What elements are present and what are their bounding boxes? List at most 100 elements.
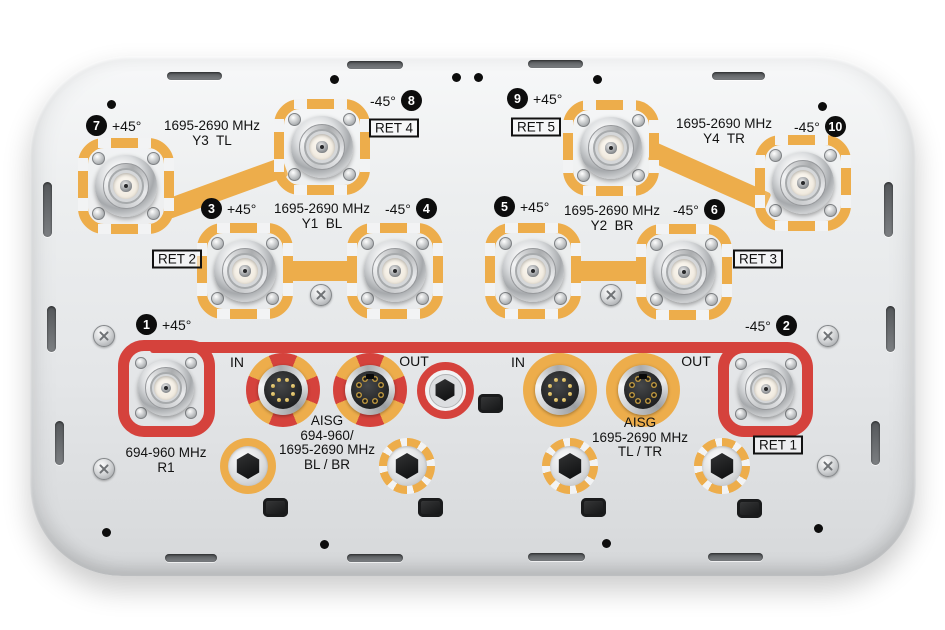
torx-screw (817, 325, 839, 347)
pad-notch (623, 186, 636, 196)
flange-screw (135, 406, 148, 419)
callout-number: 2 (775, 315, 797, 336)
port-5-plus45-y2 (499, 237, 567, 305)
torx-screw (93, 325, 115, 347)
aisg-key-notch (639, 374, 647, 379)
pad-notch (505, 223, 518, 233)
flange-screw (342, 167, 356, 181)
vent-slot (886, 306, 895, 352)
pad-notch (164, 198, 174, 211)
vent-slot (347, 554, 403, 562)
aisg-out-1695-ring (606, 353, 680, 427)
aisg-pin (644, 375, 651, 382)
pad-notch (755, 195, 765, 208)
aisg-pin (553, 377, 559, 383)
aisg-pin (362, 375, 369, 382)
polarization-label: +45° (520, 198, 550, 215)
pad-notch (360, 119, 370, 132)
aisg-pin (561, 397, 567, 403)
label-aisg-blbr-line: 1695-2690 MHz (278, 442, 376, 457)
pair-freq: 1695-2690 MHz (563, 203, 661, 218)
pad-notch (78, 158, 88, 171)
ret-label: RET 3 (732, 249, 784, 269)
pad-notch (571, 283, 581, 296)
pad-notch (360, 159, 370, 172)
aisg-key-notch (366, 374, 374, 379)
flange-screw (342, 113, 356, 127)
polarization-label: -45° (673, 201, 699, 218)
pad-notch (283, 283, 293, 296)
port-3-plus45-y1-nc-hole (242, 268, 248, 274)
vent-slot (528, 60, 583, 68)
red-outline-box (718, 342, 813, 437)
ret-label: RET 2 (151, 249, 203, 269)
cover-plug (477, 393, 503, 413)
pad-notch (841, 155, 851, 168)
port-8-minus45-y3-nc-hole (319, 144, 325, 150)
aisg-pin (651, 382, 658, 389)
flange-screw (650, 292, 664, 306)
rivet-dot (474, 73, 483, 82)
aisg-in-694-1695-face (264, 371, 302, 409)
callout-number: 5 (494, 196, 515, 217)
flange-screw (211, 291, 225, 305)
flange-screw (735, 358, 748, 371)
callout-number: 6 (703, 199, 725, 220)
pad-notch (583, 186, 596, 196)
io-label-out: OUT (399, 353, 429, 369)
pad-notch (334, 99, 347, 109)
pad-notch (656, 310, 669, 320)
ground-bolt-hex (395, 453, 419, 479)
vent-slot (165, 554, 217, 562)
flange-screw (184, 406, 197, 419)
aisg-pin (378, 391, 385, 398)
rivet-dot (818, 102, 827, 111)
aisg-pin (276, 377, 282, 383)
port-4-minus45-y1-nc-hole (392, 268, 398, 274)
callout-port-2: -45°2 (745, 315, 797, 336)
pad-notch (696, 224, 709, 234)
aisg-pin (567, 391, 573, 397)
aisg-pin (547, 391, 553, 397)
callout-number: 7 (86, 115, 107, 136)
ret-label: RET 1 (752, 435, 804, 455)
flange-screw (211, 237, 225, 251)
aisg-pin (284, 377, 290, 383)
port-9-plus45-y4-nc-hole (608, 145, 614, 151)
pair-name: Y1 BL (301, 216, 343, 231)
pad-notch (485, 243, 495, 256)
pad-notch (623, 100, 636, 110)
callout-number: 10 (824, 116, 846, 137)
pad-notch (563, 120, 573, 133)
port-7-plus45-y3-nc-hole (123, 183, 129, 189)
port-9-plus45-y4 (577, 114, 645, 182)
pad-notch (815, 135, 828, 145)
pad-notch (257, 223, 270, 233)
flange-screw (631, 114, 645, 128)
rivet-dot (107, 100, 116, 109)
flange-screw (184, 357, 197, 370)
pad-notch (334, 185, 347, 195)
label-aisg-tltr-line: 1695-2690 MHz (591, 429, 689, 445)
pad-notch (815, 221, 828, 231)
rivet-dot (102, 528, 111, 537)
polarization-label: +45° (227, 200, 257, 217)
polarization-label: +45° (162, 316, 192, 333)
rivet-dot (330, 75, 339, 84)
port-10-minus45-y4 (769, 149, 837, 217)
pad-notch (775, 135, 788, 145)
flange-screw (135, 357, 148, 370)
aisg-pin (378, 382, 385, 389)
aisg-pin (270, 383, 276, 389)
torx-screw (817, 455, 839, 477)
pad-notch (775, 221, 788, 231)
flange-screw (288, 167, 302, 181)
flange-screw (361, 237, 375, 251)
vent-slot (347, 61, 403, 69)
aisg-pin (635, 398, 642, 405)
red-outline-box (118, 340, 215, 437)
flange-screw (553, 237, 567, 251)
